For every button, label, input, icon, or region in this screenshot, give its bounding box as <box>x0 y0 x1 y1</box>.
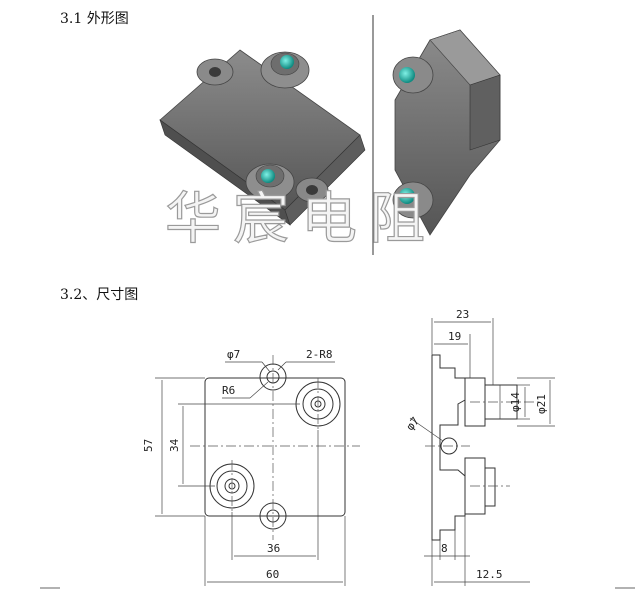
dim-depth-partial: 19 <box>448 330 461 343</box>
dim-width-inner: 36 <box>267 542 280 555</box>
dim-boss-dia-large: φ21 <box>535 394 548 414</box>
dim-depth-total: 23 <box>456 308 469 321</box>
dim-height-inner: 34 <box>168 438 181 452</box>
terminal-teal-top <box>280 55 294 69</box>
terminal-teal-bottom <box>261 169 275 183</box>
watermark-text: 华宸电阻 <box>165 187 437 252</box>
dim-height-outer: 57 <box>142 439 155 452</box>
dim-width-outer: 60 <box>266 568 279 581</box>
dimension-drawing-front: 57 34 36 60 φ7 2-R8 R6 <box>142 348 360 586</box>
terminal-teal-side-bottom <box>399 188 415 204</box>
dim-boss-offset: 12.5 <box>476 568 503 581</box>
dim-boss-dia-small: φ14 <box>509 392 522 412</box>
dimension-drawing-side: 23 19 φ14 φ21 φ7 8 12.5 <box>404 308 555 586</box>
section-heading-outline: 3.1 外形图 <box>60 11 129 27</box>
terminal-teal-side-top <box>399 67 415 83</box>
section-heading-dimension: 3.2、尺寸图 <box>60 287 139 303</box>
render-3d-front-view <box>159 49 366 226</box>
dim-base-thickness: 8 <box>441 542 448 555</box>
dim-hole-dia: φ7 <box>227 348 240 361</box>
dim-radius: R6 <box>222 384 235 397</box>
render-3d-side-view <box>392 29 501 236</box>
dim-radius-count: 2-R8 <box>306 348 333 361</box>
dim-side-hole-dia: φ7 <box>404 415 422 434</box>
